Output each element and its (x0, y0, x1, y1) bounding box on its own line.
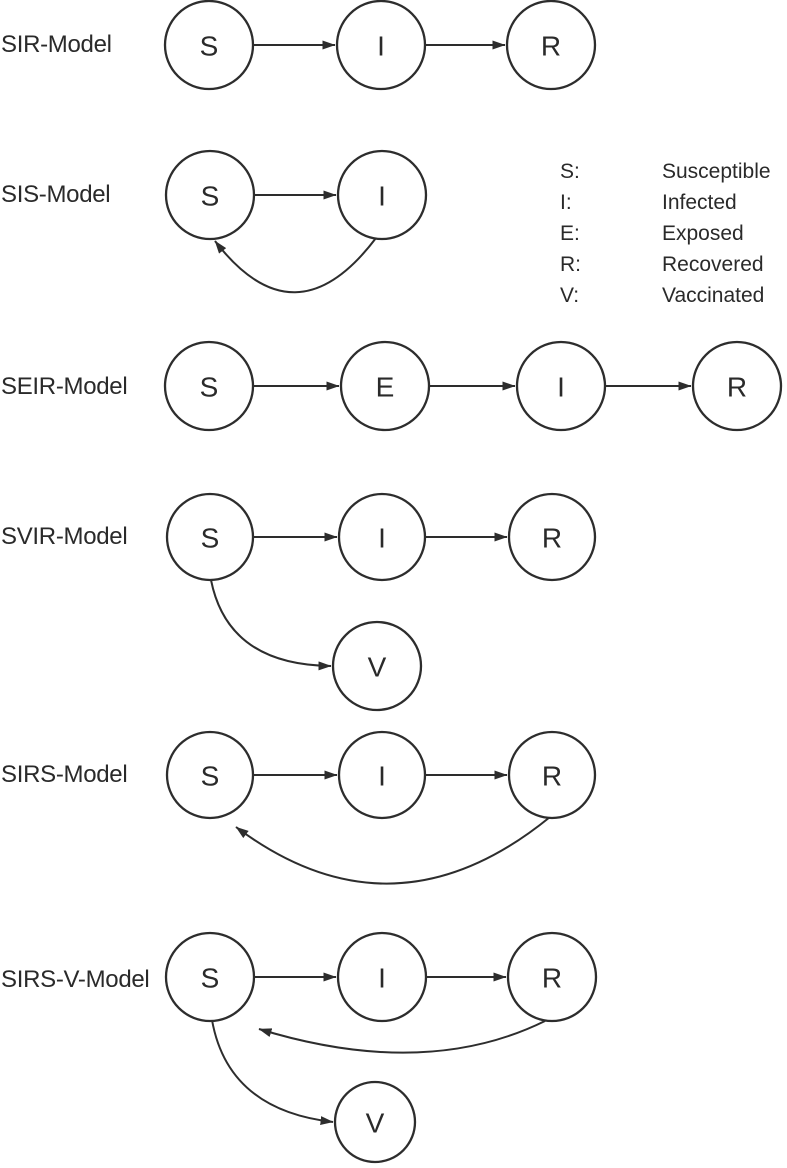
node-circle-v (331, 620, 423, 712)
node-circle-i (336, 149, 428, 241)
node-letter-i: I (378, 761, 386, 792)
legend-key: S: (560, 160, 580, 184)
node-letter-i: I (557, 372, 565, 403)
model-label-svir-model: SVIR-Model (1, 523, 128, 550)
legend-value: Infected (662, 191, 737, 215)
arrow-s-to-v (210, 579, 332, 671)
legend-value: Susceptible (662, 160, 771, 184)
node-letter-r: R (542, 761, 562, 792)
legend-key: E: (560, 221, 580, 245)
node-letter-i: I (378, 181, 386, 212)
node-circle-e (339, 340, 431, 432)
node-letter-s: S (201, 523, 220, 554)
node-letter-s: S (200, 372, 219, 403)
node-letter-s: S (201, 963, 220, 994)
arrow-s-to-v (211, 1019, 334, 1126)
model-label-sir-model: SIR-Model (1, 31, 112, 58)
node-circle-i (335, 0, 427, 91)
node-letter-r: R (542, 963, 562, 994)
legend-row-e: E: Exposed (560, 219, 771, 250)
model-label-sirs-v-model: SIRS-V-Model (1, 966, 150, 993)
model-label-sis-model: SIS-Model (1, 181, 111, 208)
node-letter-v: V (366, 1108, 385, 1139)
node-letter-i: I (378, 963, 386, 994)
node-letter-r: R (542, 523, 562, 554)
edges-layer (210, 40, 692, 1126)
nodes-layer: S I R S I S E I R S I R V S I R S I R V (163, 0, 783, 1164)
legend-key: I: (560, 191, 572, 215)
node-circle-s (164, 931, 256, 1023)
node-circle-r (506, 931, 598, 1023)
node-circle-i (337, 492, 427, 582)
legend-row-r: R: Recovered (560, 249, 771, 280)
legend-key: R: (560, 252, 581, 276)
model-label-sirs-model: SIRS-Model (1, 761, 128, 788)
node-circle-s (164, 149, 256, 241)
node-letter-i: I (377, 31, 385, 62)
node-circle-i (337, 730, 427, 820)
node-circle-s (165, 492, 255, 582)
arrow-r-to-s (235, 816, 551, 885)
model-label-seir-model: SEIR-Model (1, 373, 128, 400)
node-circle-s (165, 730, 255, 820)
legend-value: Vaccinated (662, 283, 765, 307)
legend-value: Recovered (662, 252, 764, 276)
node-letter-r: R (727, 372, 747, 403)
node-circle-s (163, 340, 255, 432)
legend-row-s: S: Susceptible (560, 157, 771, 188)
node-circle-r (691, 340, 783, 432)
node-letter-s: S (201, 181, 220, 212)
node-letter-s: S (200, 31, 219, 62)
legend-value: Exposed (662, 221, 744, 245)
legend-key: V: (560, 283, 580, 307)
node-circle-r (507, 730, 597, 820)
node-letter-v: V (368, 652, 387, 683)
legend-row-i: I: Infected (560, 188, 771, 219)
arrow-i-to-s (214, 237, 377, 294)
node-circle-r (505, 0, 597, 91)
node-letter-i: I (378, 523, 386, 554)
node-circle-s (163, 0, 255, 91)
node-letter-s: S (201, 761, 220, 792)
node-circle-r (507, 492, 597, 582)
node-circle-i (336, 931, 428, 1023)
node-circle-i (515, 340, 607, 432)
node-letter-e: E (376, 372, 395, 403)
node-circle-v (333, 1080, 417, 1164)
node-letter-r: R (541, 31, 561, 62)
arrow-r-to-s (258, 1020, 546, 1054)
legend-row-v: V: Vaccinated (560, 280, 771, 311)
